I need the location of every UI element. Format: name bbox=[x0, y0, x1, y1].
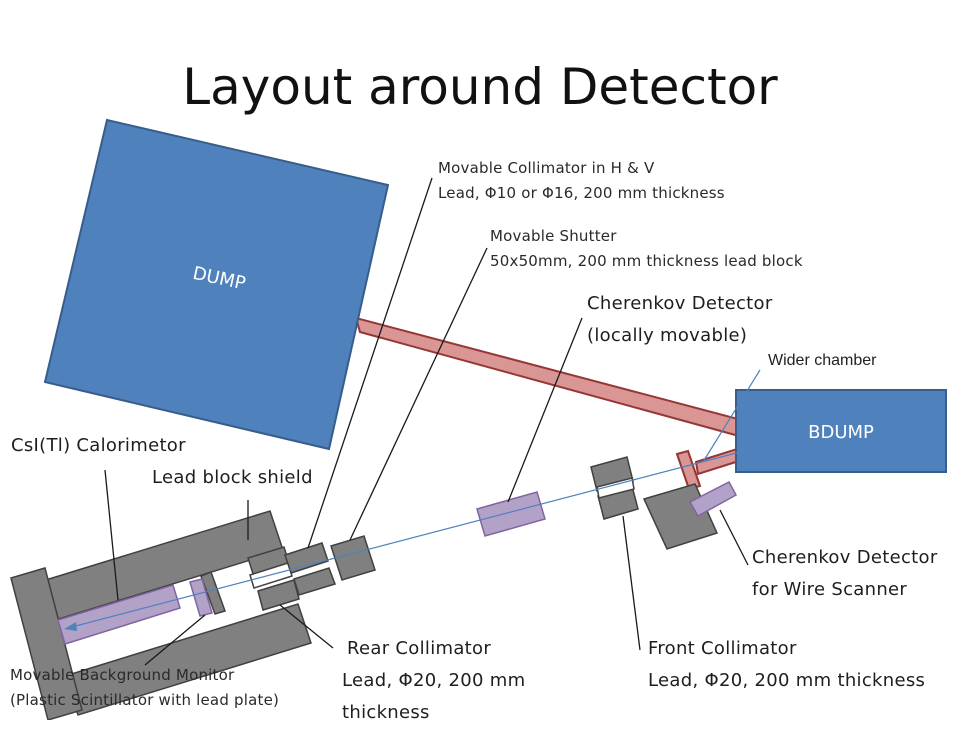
leader-front-collimator bbox=[622, 515, 641, 651]
label-background-monitor-line1: Movable Background Monitor bbox=[10, 666, 235, 684]
wire-scanner-cherenkov bbox=[688, 480, 738, 518]
label-movable-collimator: Movable Collimator in H & V Lead, Φ10 or… bbox=[438, 156, 725, 206]
rear-collimator-blocks bbox=[247, 535, 376, 611]
label-movable-shutter: Movable Shutter 50x50mm, 200 mm thicknes… bbox=[490, 224, 803, 274]
leader-movable-shutter bbox=[349, 247, 488, 541]
background-monitor-plate bbox=[200, 571, 226, 615]
leader-wider-chamber bbox=[702, 369, 761, 463]
label-rear-collimator-line3: thickness bbox=[342, 702, 430, 723]
background-monitor-scintillator bbox=[189, 578, 213, 617]
label-csi-calorimeter: CsI(Tl) Calorimetor bbox=[11, 435, 186, 456]
leader-movable-collimator bbox=[307, 177, 433, 549]
label-rear-collimator-line2: Lead, Φ20, 200 mm bbox=[342, 670, 526, 691]
leader-csi bbox=[104, 469, 119, 601]
label-movable-collimator-line2: Lead, Φ10 or Φ16, 200 mm thickness bbox=[438, 184, 725, 202]
front-collimator bbox=[590, 456, 639, 520]
beam-line bbox=[67, 451, 741, 629]
leader-cherenkov bbox=[507, 317, 583, 503]
cherenkov-detector bbox=[476, 491, 546, 537]
label-cherenkov-detector: Cherenkov Detector (locally movable) bbox=[587, 288, 773, 352]
label-movable-collimator-line1: Movable Collimator in H & V bbox=[438, 159, 655, 177]
label-wire-scanner-line2: for Wire Scanner bbox=[752, 579, 908, 600]
leader-rear-collimator bbox=[279, 604, 334, 649]
label-lead-block-shield: Lead block shield bbox=[152, 467, 313, 488]
page-title: Layout around Detector bbox=[182, 58, 778, 116]
bdump-block bbox=[735, 389, 947, 473]
leader-wire-scanner bbox=[719, 509, 749, 566]
label-front-collimator: Front Collimator Lead, Φ20, 200 mm thick… bbox=[648, 633, 925, 697]
label-movable-shutter-line1: Movable Shutter bbox=[490, 227, 617, 245]
label-background-monitor: Movable Background Monitor (Plastic Scin… bbox=[10, 663, 279, 713]
label-front-collimator-line2: Lead, Φ20, 200 mm thickness bbox=[648, 670, 926, 691]
label-cherenkov-wire-scanner: Cherenkov Detector for Wire Scanner bbox=[752, 542, 938, 606]
label-cherenkov-line1: Cherenkov Detector bbox=[587, 293, 773, 314]
leader-background-monitor bbox=[144, 614, 206, 666]
label-cherenkov-line2: (locally movable) bbox=[587, 325, 748, 346]
label-wider-chamber: Wider chamber bbox=[768, 352, 877, 369]
lead-block-shield bbox=[10, 510, 312, 720]
dump-block bbox=[43, 118, 390, 451]
bdump-label: BDUMP bbox=[808, 422, 874, 443]
beam-arrowhead bbox=[64, 622, 77, 631]
leader-lines bbox=[104, 177, 749, 666]
label-rear-collimator: Rear Collimator Lead, Φ20, 200 mm thickn… bbox=[342, 633, 525, 729]
label-movable-shutter-line2: 50x50mm, 200 mm thickness lead block bbox=[490, 252, 803, 270]
label-front-collimator-line1: Front Collimator bbox=[648, 638, 797, 659]
label-background-monitor-line2: (Plastic Scintillator with lead plate) bbox=[10, 691, 280, 709]
label-rear-collimator-line1: Rear Collimator bbox=[347, 638, 492, 659]
label-wire-scanner-line1: Cherenkov Detector bbox=[752, 547, 938, 568]
beam-flange bbox=[675, 449, 702, 491]
